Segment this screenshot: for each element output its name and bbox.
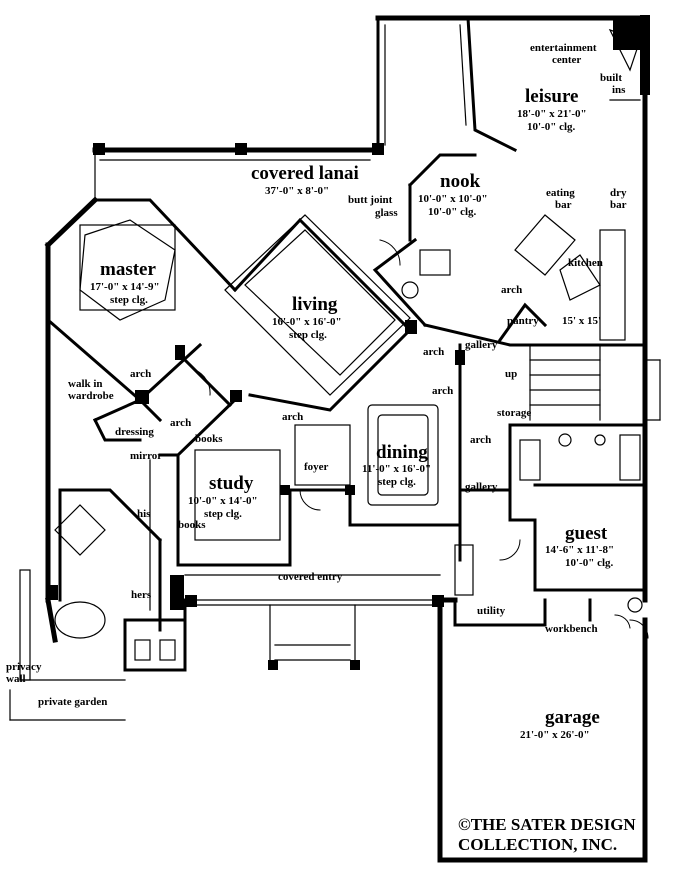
private-garden-label: private garden [38,696,108,708]
study-clg: step clg. [204,508,242,520]
dry-label: dry [610,187,627,199]
nook-clg: 10'-0" clg. [428,206,477,218]
guest-clg: 10'-0" clg. [565,557,614,569]
master-dims: 17'-0" x 14'-9" [90,281,160,293]
guest-dims: 14'-6" x 11'-8" [545,544,615,556]
up-label: up [505,368,518,380]
gallery-label-1: gallery [465,339,498,351]
copyright-line-1: ©THE SATER DESIGN [458,815,636,834]
leisure-dims: 18'-0" x 21'-0" [517,108,587,120]
books-label-2: books [178,519,206,531]
workbench-label: workbench [545,623,598,635]
living-clg: step clg. [289,329,327,341]
nook-label: nook [440,171,481,192]
arch-label-5: arch [130,368,152,380]
arch-label-4: arch [470,434,492,446]
butt-joint-label: butt joint [348,194,393,206]
glass-label: glass [375,207,398,219]
storage-label: storage [497,407,532,419]
eating-label: eating [546,187,575,199]
arch-label-3: arch [432,385,454,397]
guest-label: guest [565,523,608,544]
kitchen-dims: 15' x 15' [562,315,602,327]
dining-dims: 11'-0" x 16'-0" [362,463,432,475]
center-label: center [552,54,582,66]
living-dims: 16'-0" x 16'-0" [272,316,342,328]
covered-lanai-dims: 37'-0" x 8'-0" [265,185,330,197]
dry-bar-label: bar [610,199,627,211]
utility-label: utility [477,605,506,617]
nook-dims: 10'-0" x 10'-0" [418,193,488,205]
eating-bar-label: bar [555,199,572,211]
pantry-label: pantry [507,315,539,327]
exterior-walls [44,15,648,863]
wall-label: wall [6,673,26,685]
thin-lines [9,24,661,721]
covered-lanai-label: covered lanai [251,163,359,184]
dining-clg: step clg. [378,476,416,488]
garage-dims: 21'-0" x 26'-0" [520,729,590,741]
copyright-line-2: COLLECTION, INC. [458,835,618,854]
garage-label: garage [545,707,600,728]
ins-label: ins [612,84,626,96]
kitchen-label: kitchen [568,257,603,269]
columns [48,15,650,670]
covered-entry-label: covered entry [278,571,343,583]
foyer-label: foyer [304,461,329,473]
arch-label-6: arch [282,411,304,423]
his-label: his [137,508,151,520]
arch-label-1: arch [501,284,523,296]
built-label: built [600,72,623,84]
study-label: study [209,473,254,494]
living-label: living [292,294,338,315]
door-swings [194,239,649,639]
gallery-label-2: gallery [465,481,498,493]
hers-label: hers [131,589,152,601]
wardrobe-label: wardrobe [68,390,114,402]
entertainment-label: entertainment [530,42,597,54]
leisure-clg: 10'-0" clg. [527,121,576,133]
arch-label-2: arch [423,346,445,358]
dressing-label: dressing [115,426,154,438]
books-label-1: books [195,433,223,445]
study-dims: 10'-0" x 14'-0" [188,495,258,507]
leisure-label: leisure [525,86,579,107]
privacy-label: privacy [6,661,42,673]
master-clg: step clg. [110,294,148,306]
dining-label: dining [376,442,428,463]
arch-label-7: arch [170,417,192,429]
mirror-label: mirror [130,450,163,462]
master-label: master [100,259,156,280]
walk-in-label: walk in [68,378,103,390]
